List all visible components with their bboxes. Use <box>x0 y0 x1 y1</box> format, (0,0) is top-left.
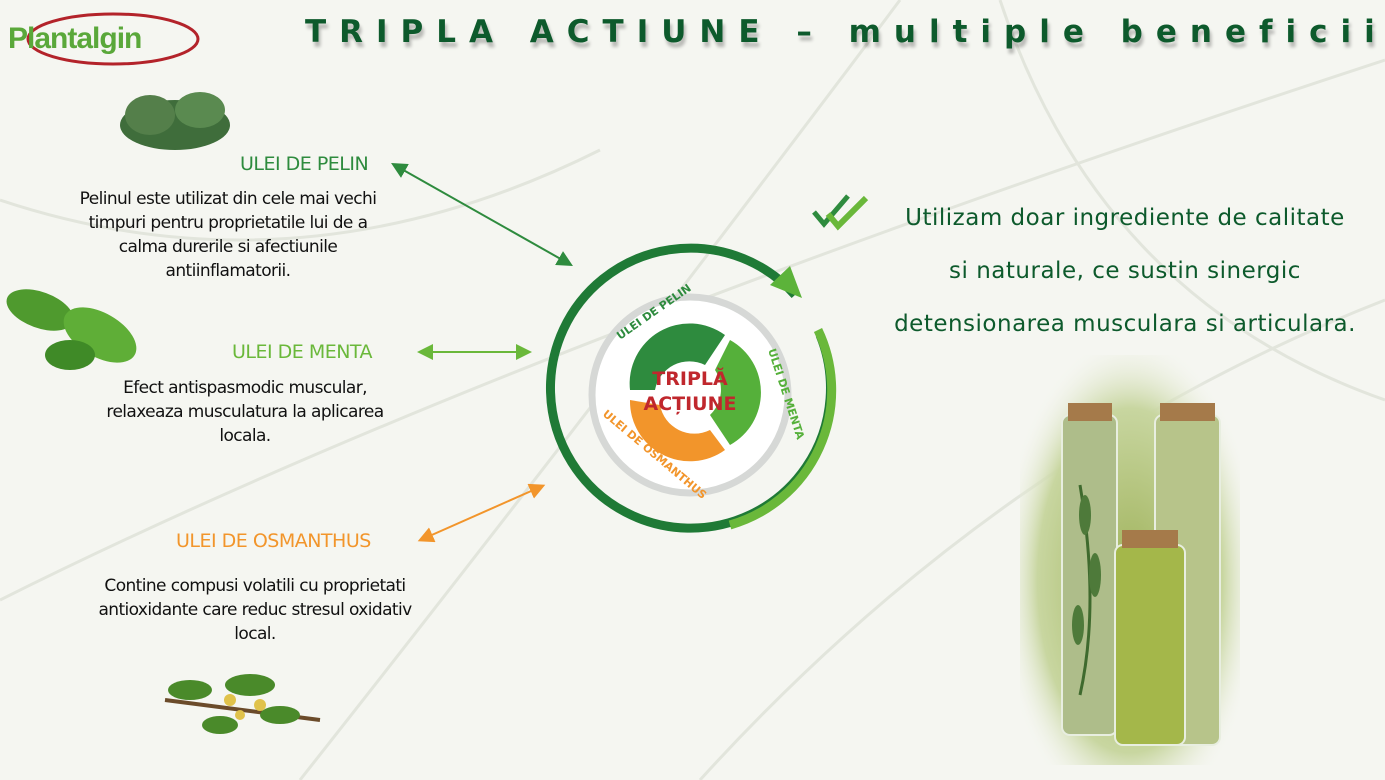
triple-action-badge: TRIPLĂ ACȚIUNE ULEI DE PELIN ULEI DE MEN… <box>546 243 837 533</box>
wormwood-image <box>120 92 230 150</box>
heading-pelin: ULEI DE PELIN <box>240 153 369 175</box>
oil-bottles-image <box>1020 355 1240 765</box>
heading-menta: ULEI DE MENTA <box>232 341 373 363</box>
osmanthus-image <box>164 674 321 734</box>
ring-arrowhead <box>770 266 802 298</box>
desc-menta: Efect antispasmodic muscular, relaxeaza … <box>106 378 384 446</box>
double-check-icon <box>812 194 869 231</box>
mint-image <box>6 289 137 370</box>
page-title: TRIPLA ACTIUNE – multiple beneficii! <box>305 14 1385 50</box>
quality-statement: Utilizam doar ingrediente de calitate si… <box>894 205 1356 337</box>
heading-osmanthus: ULEI DE OSMANTHUS <box>176 530 371 552</box>
desc-osmanthus: Contine compusi volatili cu proprietati … <box>98 576 412 644</box>
badge-center-line2: ACȚIUNE <box>644 393 737 415</box>
plantalgin-logo: Plantalgin <box>8 12 200 66</box>
desc-pelin: Pelinul este utilizat din cele mai vechi… <box>79 189 377 281</box>
badge-center-line1: TRIPLĂ <box>652 366 728 390</box>
